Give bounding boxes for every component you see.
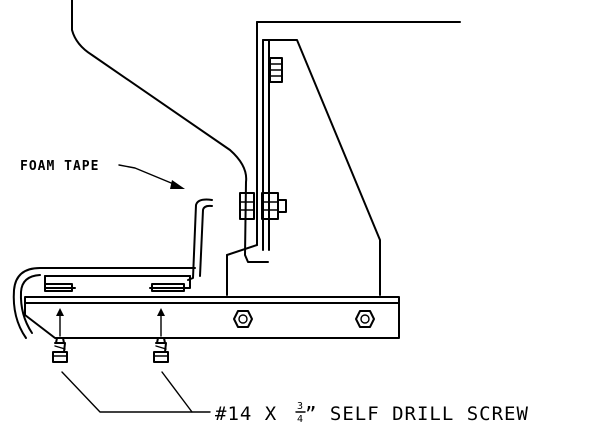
screw-fraction-denominator: 4: [297, 414, 303, 425]
screw-callout-prefix: #14 X: [215, 403, 277, 425]
drill-screw-right: [153, 308, 169, 363]
screw-callout-label: #14 X: [215, 403, 277, 425]
curved-lip: [12, 267, 41, 339]
base-hex-bolt-right: [355, 310, 375, 328]
base-beam: [24, 296, 400, 339]
z-bracket: [187, 198, 213, 281]
top-bolt: [269, 57, 283, 83]
drill-screw-left: [52, 308, 68, 363]
middle-bolt: [239, 192, 287, 220]
channel-track: [39, 267, 196, 292]
foam-tape-leader: [118, 164, 185, 189]
screw-fraction-numerator: 3: [297, 401, 303, 412]
screw-callout-suffix: ” SELF DRILL SCREW: [305, 403, 529, 425]
screw-leader: [61, 371, 211, 413]
sloped-panel: [71, 0, 269, 263]
base-hex-bolt-left: [233, 310, 253, 328]
vertical-bracket: [226, 21, 461, 296]
foam-tape-label: FOAM TAPE: [20, 159, 99, 174]
